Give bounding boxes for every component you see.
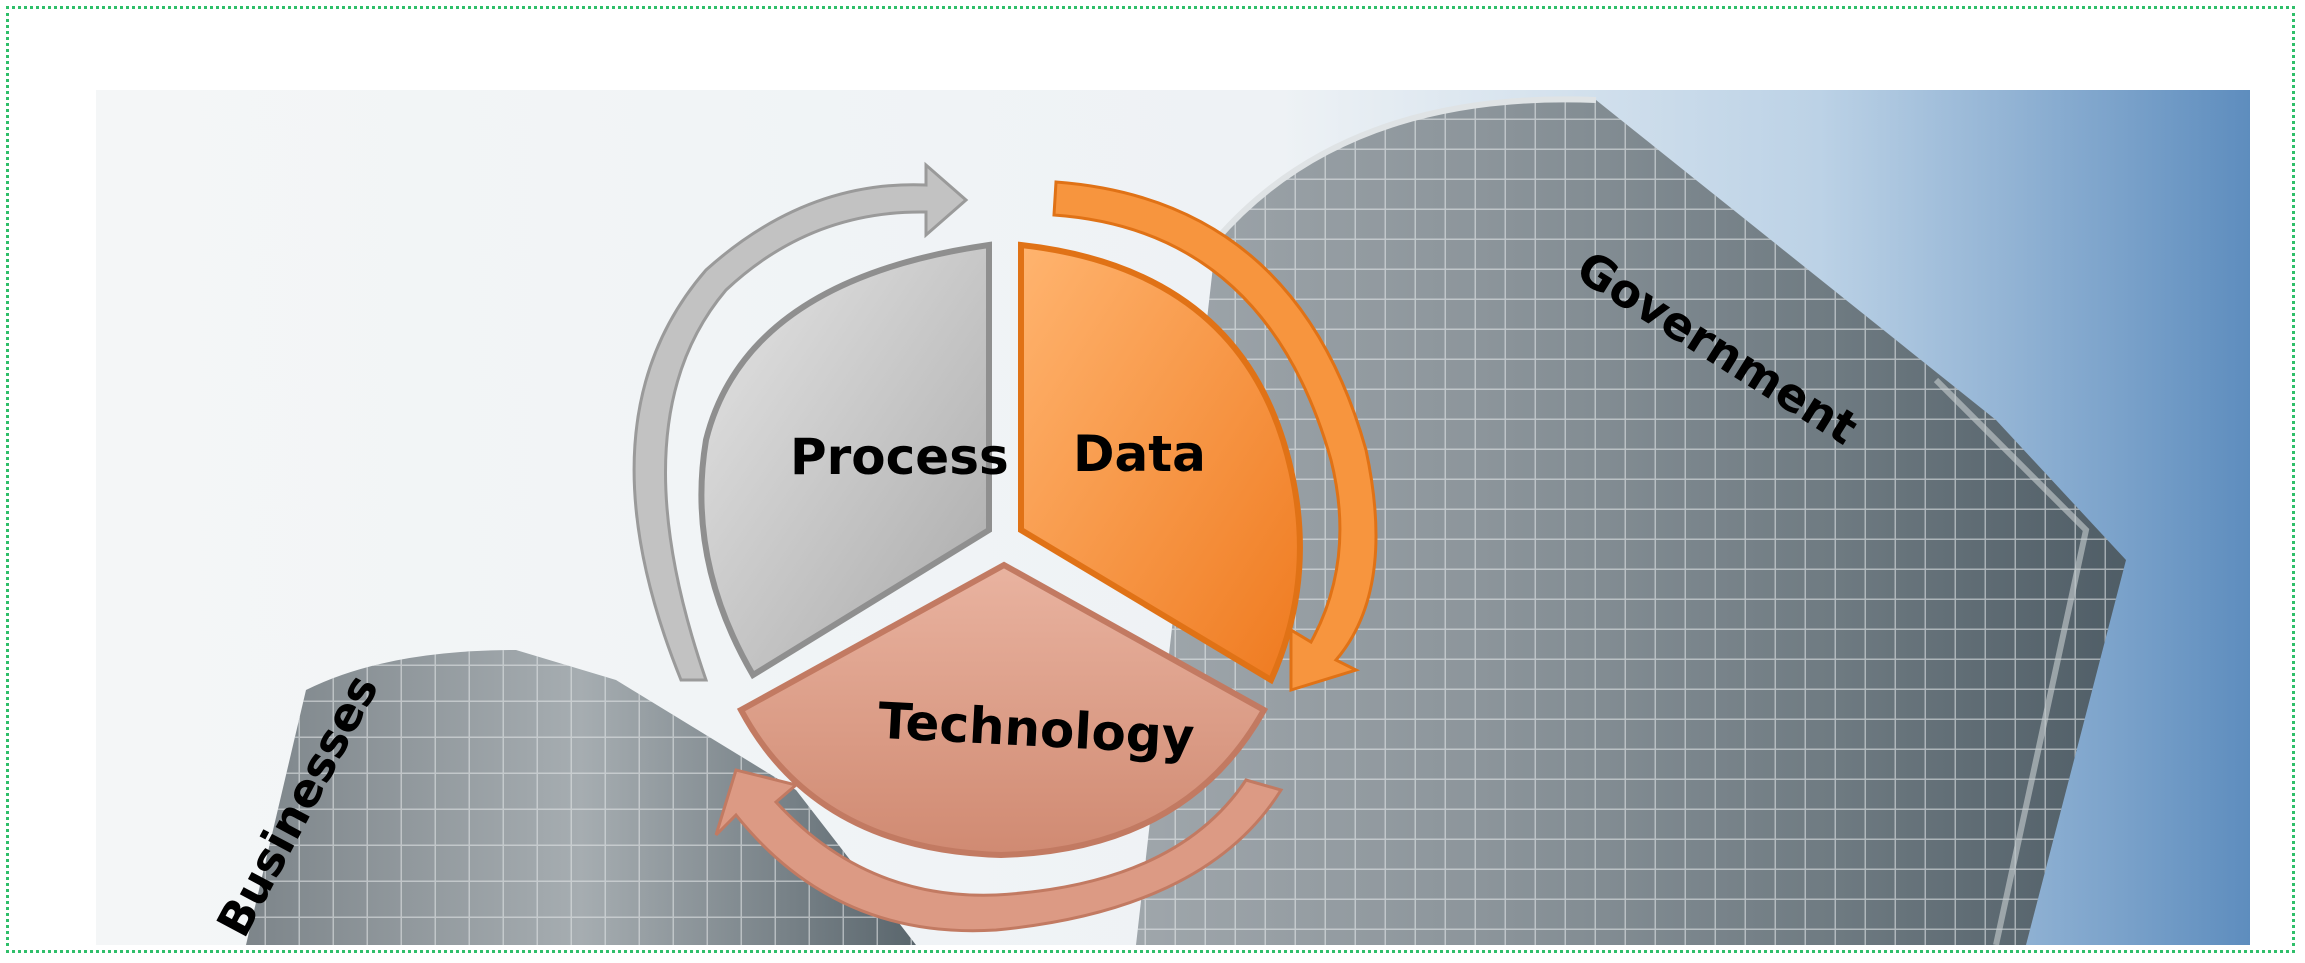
process-segment bbox=[698, 241, 992, 680]
dotted-frame bbox=[6, 6, 2295, 953]
technology-cycle-arrow bbox=[714, 768, 1284, 933]
data-cycle-arrow bbox=[1052, 180, 1378, 693]
process-label: Process bbox=[790, 428, 1009, 486]
background-image bbox=[96, 90, 2250, 945]
process-cycle-arrow bbox=[632, 161, 969, 682]
scene: Process Data Technology Government Busin… bbox=[96, 90, 2250, 945]
data-segment bbox=[1018, 241, 1303, 685]
data-label: Data bbox=[1073, 425, 1206, 483]
technology-segment bbox=[736, 561, 1269, 859]
